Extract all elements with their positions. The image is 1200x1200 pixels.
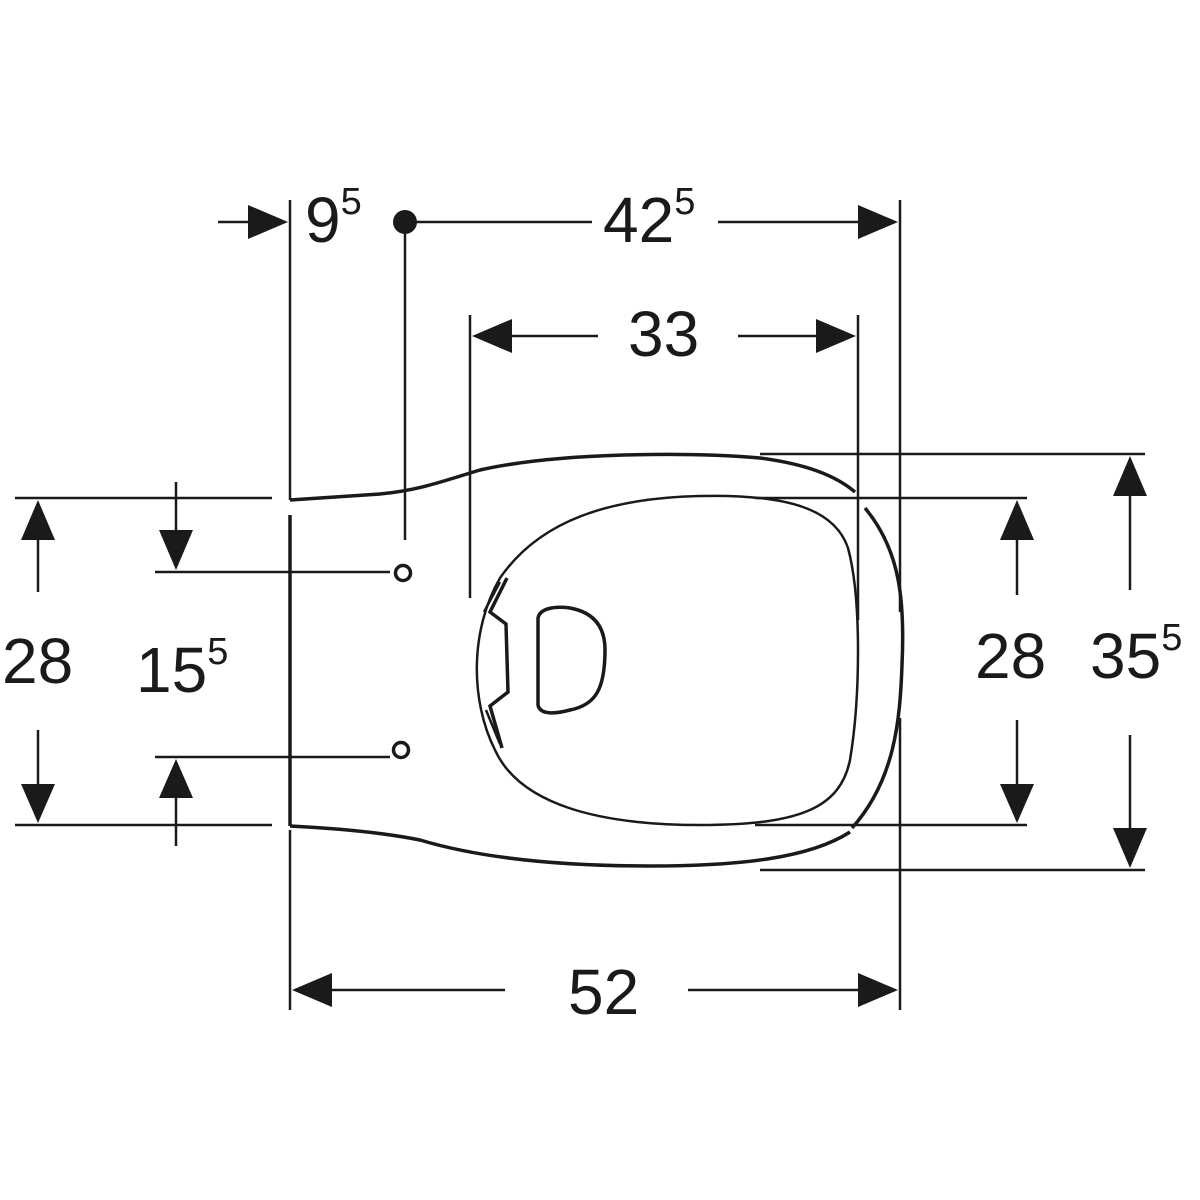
extension-lines — [15, 200, 1145, 1010]
fixing-hole-top — [393, 563, 413, 583]
outer-contour-top — [289, 452, 857, 502]
outlet-opening — [536, 605, 607, 715]
dim-label-overall-length: 52 — [568, 956, 639, 1028]
fixing-hole-bottom — [391, 740, 411, 760]
dimension-top-right-span: 425 — [405, 181, 898, 256]
toilet-outline — [288, 452, 905, 868]
dimension-right-overall-width: 355 — [1090, 456, 1182, 868]
dimension-left-height: 28 — [2, 500, 73, 823]
dimension-fixing-hole-spacing: 155 — [136, 482, 228, 846]
dimension-overall-length: 52 — [292, 956, 898, 1028]
dim-label-fixing-hole-spacing: 155 — [136, 631, 228, 706]
outer-contour-right — [850, 506, 905, 830]
dim-label-top-right-span: 425 — [603, 181, 695, 256]
seat-hinge-bracket — [487, 577, 510, 749]
dim-label-right-overall-width: 355 — [1090, 617, 1182, 692]
dimension-bowl-opening-width: 33 — [472, 298, 856, 370]
outer-contour-bottom — [289, 824, 851, 868]
dim-label-bowl-opening-width: 33 — [628, 298, 699, 370]
seat-hinge-bracket-inner — [482, 581, 502, 745]
dim-label-left-height: 28 — [2, 625, 73, 697]
dimension-top-left-offset: 95 — [218, 181, 417, 256]
dim-label-top-left-offset: 95 — [305, 181, 362, 256]
inner-bowl-rim — [475, 494, 860, 827]
dim-label-right-inner-height: 28 — [975, 620, 1046, 692]
dimension-right-inner-height: 28 — [975, 500, 1046, 823]
